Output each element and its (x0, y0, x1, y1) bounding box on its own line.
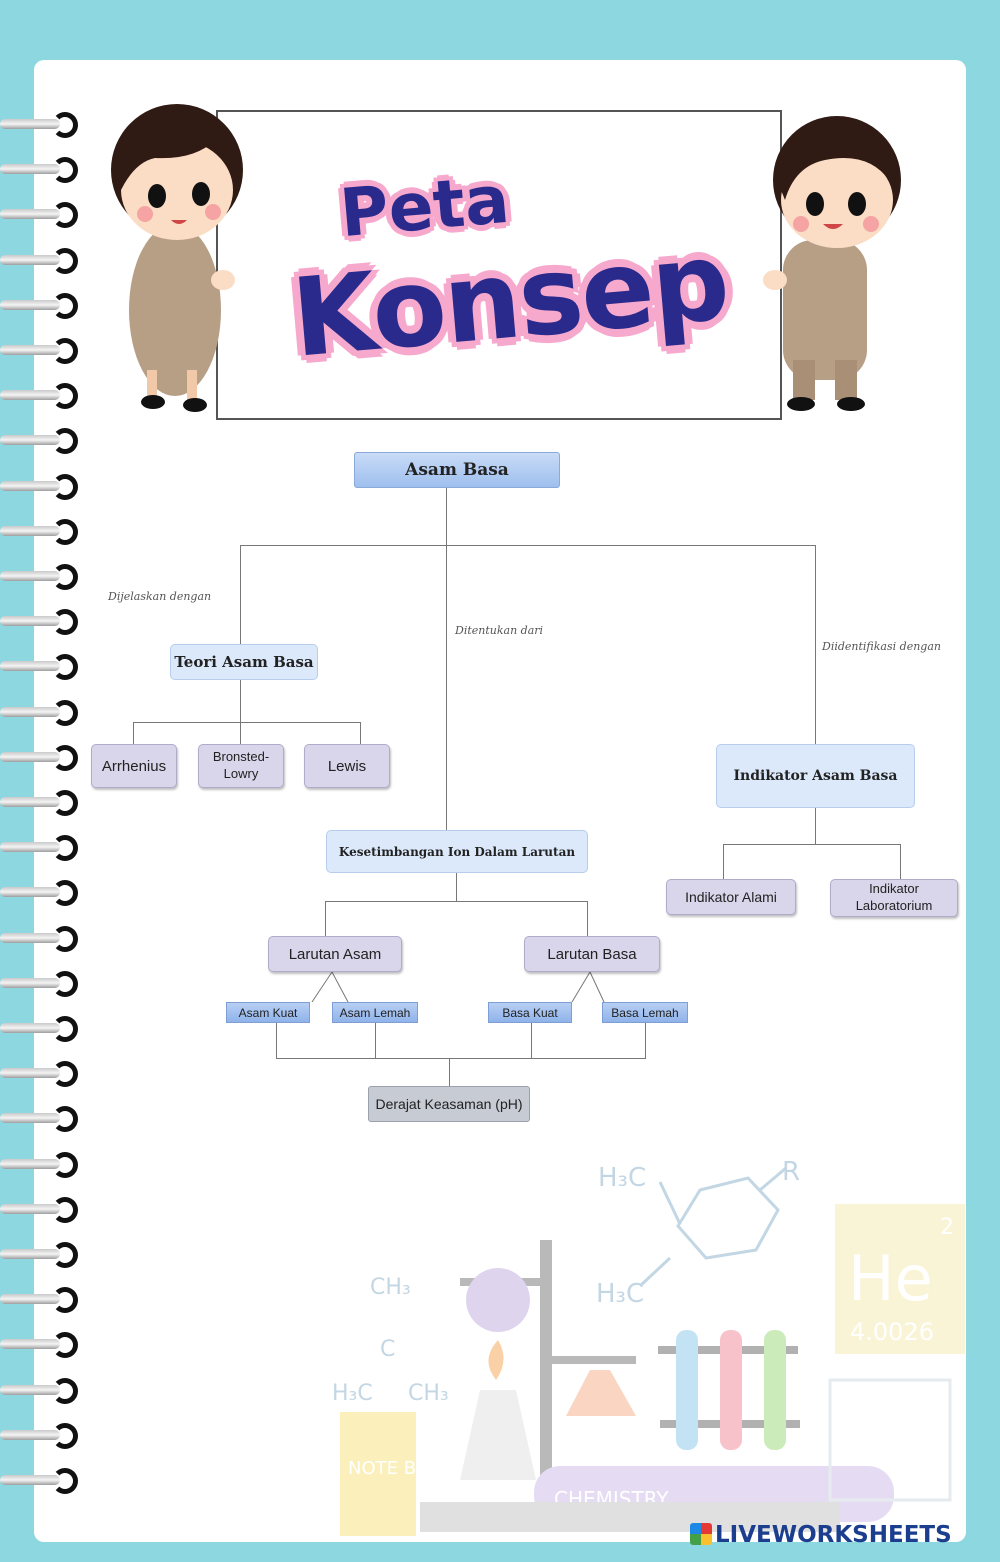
node-derajat-keasaman: Derajat Keasaman (pH) (368, 1086, 530, 1122)
notebook-label: NOTE BOOK (348, 1458, 457, 1479)
element-mass: 4.0026 (850, 1318, 934, 1346)
connector-line (815, 545, 816, 745)
connector-line (325, 901, 326, 936)
node-indikator-laboratorium: Indikator Laboratorium (830, 879, 958, 917)
node-larutan-basa: Larutan Basa (524, 936, 660, 972)
edge-label-right: Diidentifikasi dengan (822, 640, 941, 653)
binding-ring (0, 383, 78, 410)
binding-ring (0, 1016, 78, 1042)
formula-text: H₃C (332, 1381, 373, 1406)
edge-label-center: Ditentukan dari (455, 624, 544, 637)
connector-line (456, 873, 457, 901)
node-indikator: Indikator Asam Basa (716, 744, 915, 808)
binding-ring (0, 1151, 78, 1178)
binding-ring (0, 1106, 78, 1133)
liveworksheets-logo: LIVEWORKSHEETS (690, 1522, 952, 1548)
connector-line (325, 901, 588, 902)
binding-ring (0, 744, 78, 771)
binding-ring (0, 970, 78, 997)
binding-ring (0, 518, 78, 545)
connector-line (240, 680, 241, 722)
binding-ring (0, 1196, 78, 1223)
binding-ring (0, 1332, 78, 1359)
node-asam-kuat: Asam Kuat (226, 1002, 310, 1023)
node-basa-lemah: Basa Lemah (602, 1002, 688, 1023)
connector-line (133, 722, 361, 723)
formula-text: H₃C (598, 1163, 646, 1193)
connector-line (815, 808, 816, 844)
title-banner (216, 110, 782, 420)
node-asam-lemah: Asam Lemah (332, 1002, 418, 1023)
binding-ring (0, 202, 78, 229)
binding-ring (0, 112, 78, 138)
binding-ring (0, 338, 78, 364)
connector-line (723, 844, 901, 845)
formula-text: CH₃ (370, 1275, 411, 1300)
node-bronsted-lowry: Bronsted-Lowry (198, 744, 284, 788)
connector-line (133, 722, 134, 744)
binding-ring (0, 247, 78, 274)
connector-line (446, 487, 447, 832)
connector-line (531, 1022, 532, 1058)
binding-ring (0, 835, 78, 862)
binding-ring (0, 925, 78, 952)
branch-lines (311, 971, 605, 1003)
binding-ring (0, 880, 78, 907)
connector-line (360, 722, 361, 744)
binding-ring (0, 157, 78, 184)
formula-text: H₃C (596, 1279, 644, 1309)
formula-text: CH₃ (408, 1381, 449, 1406)
binding-ring (0, 654, 78, 681)
node-kesetimbangan: Kesetimbangan Ion Dalam Larutan (326, 830, 588, 873)
connector-line (240, 545, 241, 645)
connector-line (449, 1058, 450, 1086)
binding-ring (0, 564, 78, 590)
formula-text: R (782, 1157, 800, 1187)
connector-line (723, 844, 724, 880)
binding-ring (0, 1061, 78, 1088)
binding-ring (0, 699, 78, 726)
connector-line (240, 722, 241, 744)
binding-ring (0, 473, 78, 500)
binding-ring (0, 292, 78, 319)
connector-line (276, 1058, 646, 1059)
title-line-1: Peta (336, 160, 513, 253)
connector-line (900, 844, 901, 880)
node-larutan-asam: Larutan Asam (268, 936, 402, 972)
binding-ring (0, 609, 78, 636)
connector-line (276, 1022, 277, 1058)
binding-ring (0, 1377, 78, 1404)
node-root: Asam Basa (354, 452, 560, 488)
binding-ring (0, 1287, 78, 1314)
node-lewis: Lewis (304, 744, 390, 788)
chemistry-lab-illustration: H₃C R H₃C CH₃ C H₃C CH₃ 2 He 4.0026 NOTE… (332, 1157, 965, 1536)
node-arrhenius: Arrhenius (91, 744, 177, 788)
connector-line (375, 1022, 376, 1058)
element-symbol: He (848, 1242, 933, 1315)
node-teori: Teori Asam Basa (170, 644, 318, 680)
connector-line (645, 1022, 646, 1058)
book-label: CHEMISTRY (554, 1487, 669, 1511)
girl-character-illustration (111, 104, 243, 412)
edge-label-left: Dijelaskan dengan (108, 590, 212, 603)
connector-line (240, 545, 816, 546)
connector-line (587, 901, 588, 936)
brand-text: LIVEWORKSHEETS (715, 1522, 952, 1548)
element-number: 2 (940, 1215, 954, 1240)
liveworksheets-icon (690, 1523, 712, 1545)
node-basa-kuat: Basa Kuat (488, 1002, 572, 1023)
binding-ring (0, 790, 78, 816)
binding-ring (0, 428, 78, 455)
formula-text: C (380, 1337, 395, 1362)
binding-ring (0, 1242, 78, 1268)
node-indikator-alami: Indikator Alami (666, 879, 796, 915)
binding-ring (0, 1422, 78, 1449)
boy-character-illustration (763, 116, 901, 411)
binding-ring (0, 1468, 78, 1494)
